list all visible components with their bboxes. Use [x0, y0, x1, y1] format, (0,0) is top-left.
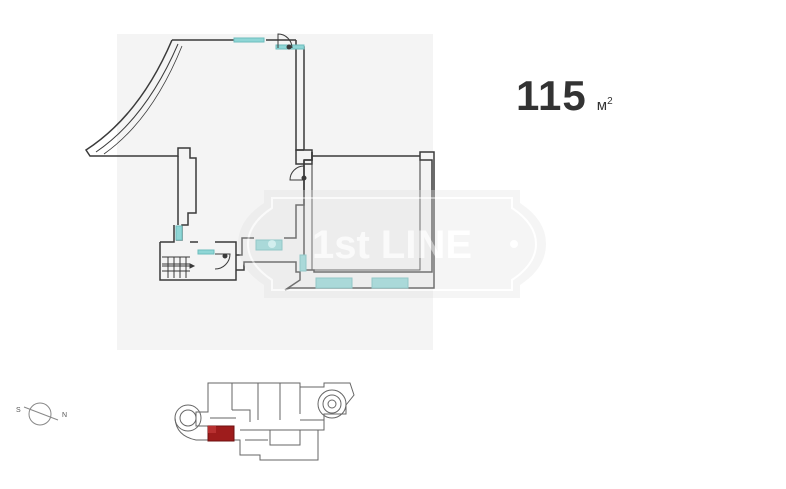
watermark-text: 1st LINE: [312, 223, 472, 267]
main-room-inner: [311, 160, 421, 271]
watermark-dot-right: [510, 240, 518, 248]
window-room-side: [299, 254, 307, 272]
window-stair: [197, 249, 215, 255]
west-corridor-wall: [160, 156, 179, 243]
doors: [214, 33, 307, 270]
watermark-dot-left: [268, 240, 276, 248]
window-west: [175, 225, 183, 241]
door-stair: [214, 253, 231, 270]
compass: [23, 402, 59, 426]
watermark: 1st LINE: [238, 190, 546, 298]
area-unit: м2: [596, 96, 613, 114]
hall-inner-curve: [95, 43, 179, 153]
door-top: [277, 33, 293, 49]
compass-south-label: S: [16, 407, 21, 414]
window-room-bottom-2: [371, 277, 409, 289]
door-entry: [289, 165, 305, 181]
compass-circle: [28, 402, 52, 426]
area-label: 115 м2: [516, 72, 613, 120]
key-plan-outline: [195, 382, 355, 461]
window-room-bottom-1: [315, 277, 353, 289]
stair-block: [159, 241, 237, 281]
key-plan-rotunda-east: [317, 389, 347, 419]
plan-background: [117, 34, 433, 350]
key-plan-rotunda-west: [174, 404, 202, 432]
key-plan: [174, 382, 355, 461]
hall-inner-curve-2: [103, 45, 183, 155]
area-unit-text: м: [596, 97, 608, 114]
column: [295, 149, 313, 165]
window-top-left: [233, 37, 265, 43]
compass-north-label: N: [62, 412, 68, 419]
area-unit-power: 2: [607, 96, 613, 107]
stairs: [162, 256, 196, 278]
watermark-inner-frame: [246, 197, 538, 291]
watermark-frame: [238, 190, 546, 298]
compass-needle: [23, 406, 59, 421]
area-value: 115: [516, 72, 587, 119]
